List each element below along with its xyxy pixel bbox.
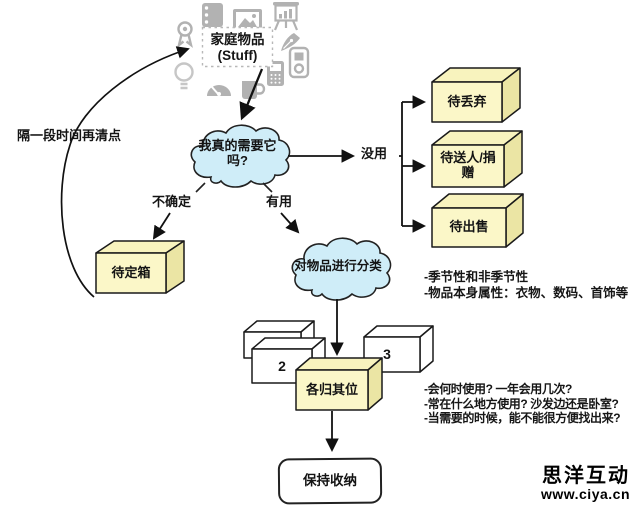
edge-nouse-label: 没用 [361, 146, 388, 161]
stuff-dashed-frame [201, 26, 274, 68]
place-note-2: -常在什么地方使用? 沙发边还是卧室? [424, 396, 619, 411]
box-3-shape [363, 325, 434, 373]
stuff-node-label: 家庭物品 (Stuff) [210, 31, 265, 63]
lightbulb-icon [174, 62, 194, 90]
box-3-label: 3 [383, 345, 391, 362]
box-place-shape [295, 357, 383, 411]
box-place-label: 各归其位 [305, 381, 358, 397]
arrow-recheck-curve [60, 46, 190, 298]
box-give-shape [431, 130, 523, 188]
keep-terminal-shape [277, 457, 383, 505]
picture-icon [233, 9, 262, 32]
watermark-url: www.ciya.cn [540, 486, 630, 503]
box-pending-shape [95, 240, 185, 294]
box-sell-shape [431, 193, 524, 248]
box-discard-shape [431, 67, 521, 123]
edge-useful-label: 有用 [266, 194, 293, 209]
place-note-1: -会何时使用? 一年会用几次? [424, 382, 572, 396]
place-notes: -会何时使用? 一年会用几次? -常在什么地方使用? 沙发边还是卧室? -当需要… [424, 382, 621, 426]
cloud-classify-label: 对物品进行分类 [294, 258, 382, 273]
arrow-useful-to-classify [280, 212, 300, 234]
award-icon [177, 21, 193, 49]
classify-note-2: -物品本身属性：衣物、数码、首饰等 [424, 286, 629, 300]
gauge-icon [207, 85, 231, 96]
edge-recheck-label: 隔一段时间再清点 [17, 128, 122, 143]
nouse-bracket-line [399, 102, 403, 226]
box-discard-label: 待丢弃 [447, 93, 487, 109]
edge-unsure-label: 不确定 [152, 194, 192, 209]
box-2-label: 2 [278, 357, 286, 374]
box-give-label: 待送人/捐 赠 [440, 150, 496, 180]
projector-screen-icon [273, 2, 299, 31]
place-note-3: -当需要的时候，能不能很方便找出来? [424, 411, 621, 425]
arrow-unsure-to-pending [152, 212, 171, 240]
stuff-icons-cluster [174, 2, 310, 99]
mug-icon [242, 81, 266, 99]
arrow-stuff-to-need [239, 68, 264, 121]
box-pending-label: 待定箱 [111, 264, 151, 280]
cloud-need-label: 我真的需要它 吗? [198, 138, 277, 168]
keep-terminal-label: 保持收纳 [303, 473, 357, 489]
classify-notes: -季节性和非季节性 -物品本身属性：衣物、数码、首饰等 [424, 269, 628, 301]
notebook-icon [202, 3, 223, 27]
classify-note-1: -季节性和非季节性 [424, 270, 529, 284]
mp3-player-icon [288, 46, 310, 79]
box-sell-label: 待出售 [449, 219, 489, 235]
phone-icon [267, 61, 284, 86]
watermark-brand: 思洋互动 [542, 465, 630, 488]
pen-icon [281, 33, 300, 51]
watermark: 思洋互动 www.ciya.cn [541, 466, 630, 502]
cloud-branch-ticks [195, 182, 273, 193]
